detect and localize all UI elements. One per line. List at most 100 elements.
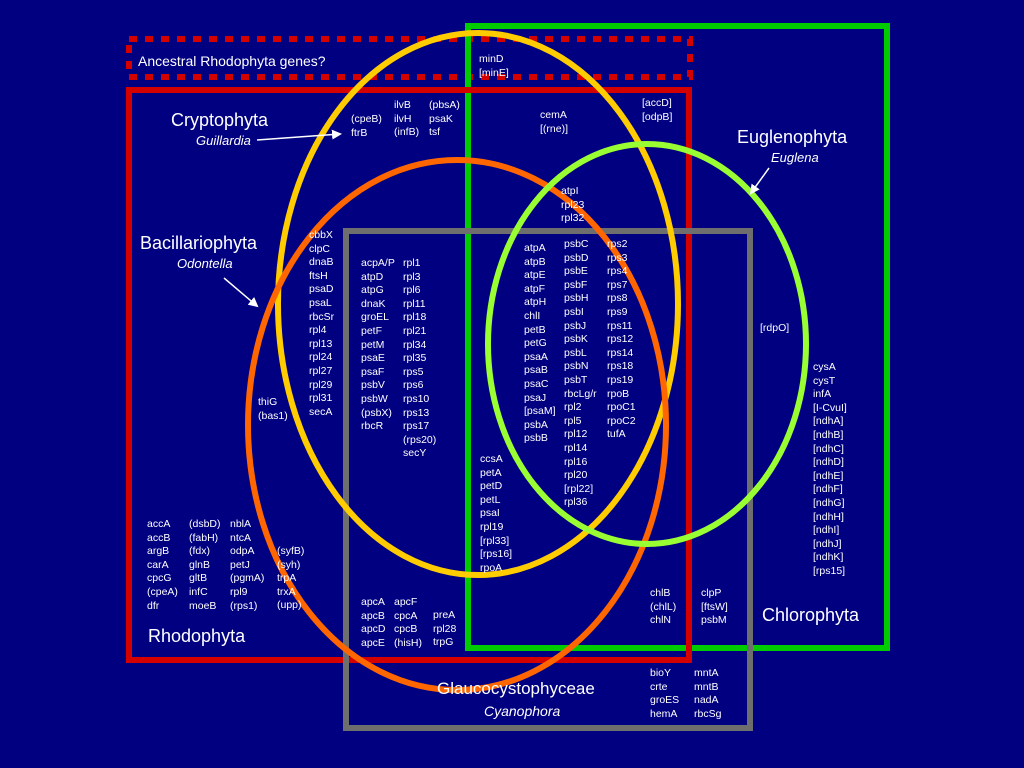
- gene-label: apcB: [361, 609, 385, 622]
- gene-label: trxA: [277, 585, 296, 598]
- gene-label: rpl29: [309, 378, 333, 391]
- gene-label: rps18: [607, 360, 634, 373]
- gene-label: (hisH): [394, 636, 422, 649]
- gene-label: (pbsA): [429, 99, 460, 111]
- gene-label: psaE: [361, 352, 385, 365]
- gene-label: rpl28: [433, 622, 457, 635]
- gene-label: rps19: [607, 373, 634, 386]
- chlorophyta-box: [465, 23, 890, 651]
- gene-label: psaB: [524, 364, 548, 377]
- gene-label: atpI: [561, 185, 579, 197]
- gene-label: rpl13: [309, 337, 333, 350]
- cryptophyta-ellipse: [275, 30, 681, 578]
- gene-label: (pgmA): [230, 572, 265, 585]
- gene-label: (dsbD): [189, 518, 221, 530]
- gene-label: petM: [361, 338, 385, 351]
- gene-label: cpcG: [147, 572, 172, 585]
- gene-label: secY: [403, 447, 427, 460]
- gene-label: rpl11: [403, 297, 426, 310]
- gene-label: rps7: [607, 278, 628, 291]
- gene-label: (fabH): [189, 531, 219, 544]
- gene-label: rpl6: [403, 284, 421, 297]
- gene-label: glnB: [189, 558, 211, 571]
- gene-label: rpoA: [480, 561, 503, 574]
- gene-label: clpP: [701, 587, 722, 599]
- gene-label: rps5: [403, 365, 424, 378]
- gene-label: mntB: [694, 680, 719, 693]
- gene-label: [minE]: [479, 66, 509, 79]
- gene-label: tsf: [429, 126, 441, 139]
- gene-label: ftrB: [351, 126, 368, 139]
- gene-list-thig: thiG(bas1): [258, 396, 288, 423]
- gene-label: [ndhE]: [813, 469, 844, 482]
- gene-label: rbcSg: [694, 707, 722, 720]
- gene-label: psaJ: [524, 391, 547, 404]
- gene-label: [accD]: [642, 97, 672, 109]
- gene-label: [rps16]: [480, 548, 513, 561]
- gene-label: rbcLg/r: [564, 387, 597, 400]
- gene-label: psaK: [429, 112, 453, 125]
- gene-label: psbC: [564, 238, 589, 250]
- rhodophyta-box: [126, 87, 692, 663]
- gene-label: rpl20: [564, 469, 588, 482]
- gene-label: rps3: [607, 251, 628, 264]
- gene-label: psaL: [309, 296, 332, 309]
- gene-label: psbK: [564, 333, 588, 346]
- gene-label: psaF: [361, 365, 385, 378]
- gene-list-mind: minD[minE]: [479, 53, 509, 80]
- bacillariophyta-ellipse: [245, 157, 669, 693]
- odontella-label: Odontella: [177, 256, 233, 271]
- gene-label: petA: [480, 466, 502, 479]
- euglena-arrow: [749, 167, 770, 195]
- gene-label: [rps15]: [813, 564, 846, 577]
- gene-label: petL: [480, 493, 501, 506]
- gene-label: [ndhI]: [813, 524, 840, 537]
- gene-label: rbcR: [361, 420, 384, 433]
- gene-label: rps17: [403, 420, 430, 433]
- gene-label: rpoC2: [607, 414, 636, 427]
- gene-label: rpl5: [564, 414, 582, 427]
- gene-label: rpl32: [561, 212, 585, 225]
- ancestral-genes-label: Ancestral Rhodophyta genes?: [138, 53, 326, 69]
- gene-label: rpl27: [309, 364, 333, 377]
- gene-label: secA: [309, 405, 333, 418]
- gene-label: [rpl22]: [564, 482, 594, 495]
- euglena-label: Euglena: [771, 150, 819, 165]
- glaucocystophyceae-box: [343, 228, 753, 731]
- guillardia-label: Guillardia: [196, 133, 251, 148]
- gene-label: rps11: [607, 319, 633, 332]
- gene-label: [(rne)]: [540, 122, 569, 135]
- gene-label: [ndhA]: [813, 415, 844, 428]
- gene-label: atpF: [524, 282, 546, 295]
- gene-label: (syh): [277, 558, 301, 571]
- chlorophyta-label: Chlorophyta: [762, 605, 860, 625]
- gene-label: rpl1: [403, 257, 421, 269]
- gene-label: rps12: [607, 333, 634, 346]
- gene-label: apcE: [361, 636, 385, 649]
- gene-label: ccsA: [480, 453, 503, 465]
- gene-label: psbA: [524, 418, 548, 431]
- bacillariophyta-label: Bacillariophyta: [140, 233, 258, 253]
- gene-label: argB: [147, 545, 170, 558]
- gene-label: moeB: [189, 599, 217, 612]
- gene-label: rpl23: [561, 198, 585, 211]
- gene-label: minD: [479, 53, 504, 65]
- gene-label: psbH: [564, 292, 589, 305]
- gene-label: petF: [361, 324, 383, 337]
- gene-label: (bas1): [258, 409, 288, 422]
- gene-label: psaA: [524, 350, 548, 363]
- gene-list-cryptophyta-a: (cpeB)ftrB: [351, 113, 382, 140]
- gene-label: petJ: [230, 558, 250, 571]
